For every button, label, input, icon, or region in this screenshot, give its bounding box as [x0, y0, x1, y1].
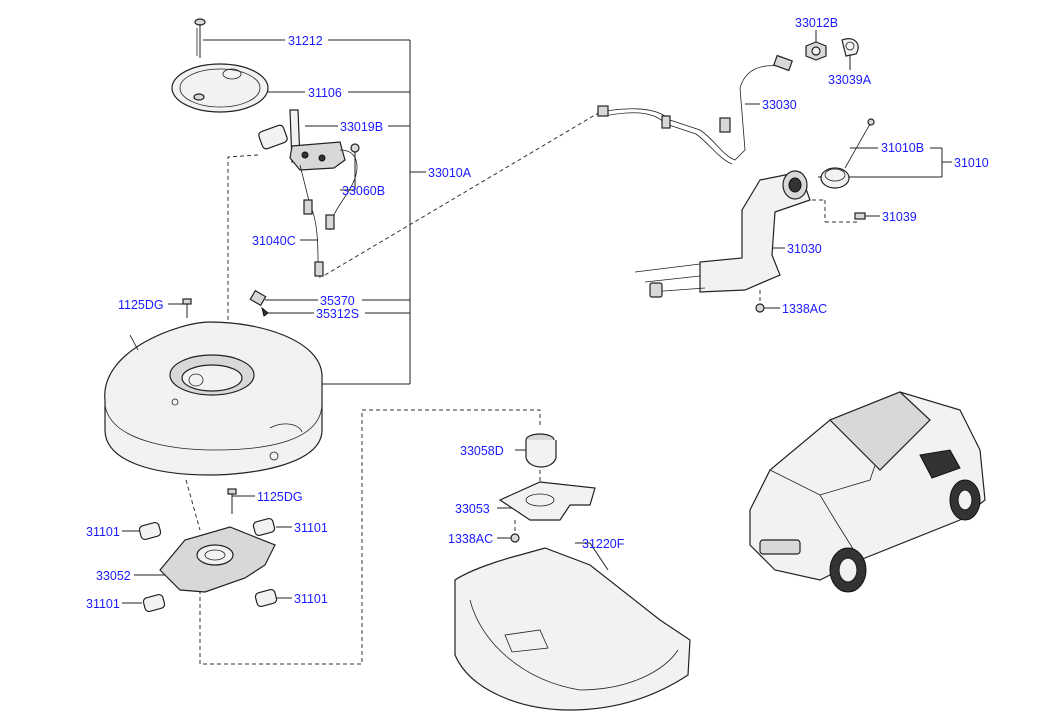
label-33010A[interactable]: 33010A: [428, 166, 472, 180]
label-31212[interactable]: 31212: [288, 34, 323, 48]
label-35370[interactable]: 35370: [320, 294, 355, 308]
label-1125DG-top[interactable]: 1125DG: [118, 298, 164, 312]
label-31030[interactable]: 31030: [787, 242, 822, 256]
nut-33012B-part: [805, 41, 827, 61]
label-1125DG-bottom[interactable]: 1125DG: [257, 490, 303, 504]
label-31220F[interactable]: 31220F: [582, 537, 625, 551]
label-33030[interactable]: 33030: [762, 98, 797, 112]
sensor-35370-part: [249, 289, 269, 317]
bolt-1125DG-bottom-part: [227, 488, 237, 514]
label-31010[interactable]: 31010: [954, 156, 989, 170]
pads-31101-part: [138, 517, 278, 613]
holder-33053-part: [498, 481, 596, 543]
fuel-tank-part: [104, 321, 323, 476]
label-31101-b[interactable]: 31101: [294, 521, 328, 535]
vehicle-illustration: [749, 391, 986, 593]
fitting-31039-part: [854, 212, 866, 220]
label-1338AC-top[interactable]: 1338AC: [782, 302, 827, 316]
label-33039A[interactable]: 33039A: [828, 73, 872, 87]
leader-lines: [122, 30, 952, 604]
fuel-pump-33019B-part: [258, 109, 360, 279]
label-33019B[interactable]: 33019B: [340, 120, 383, 134]
bolt-31212-part: [194, 18, 206, 58]
label-33058D[interactable]: 33058D: [460, 444, 504, 458]
cover-plate-31106-part: [171, 63, 269, 113]
bolt-1125DG-top-part: [182, 298, 192, 318]
label-33012B[interactable]: 33012B: [795, 16, 838, 30]
label-31101-a[interactable]: 31101: [86, 525, 120, 539]
label-33060B[interactable]: 33060B: [342, 184, 385, 198]
label-31039[interactable]: 31039: [882, 210, 917, 224]
label-31101-c[interactable]: 31101: [86, 597, 120, 611]
label-31010B[interactable]: 31010B: [881, 141, 924, 155]
label-31101-d[interactable]: 31101: [294, 592, 328, 606]
label-31040C[interactable]: 31040C: [252, 234, 296, 248]
label-31106[interactable]: 31106: [308, 86, 342, 100]
bracket-33052-part: [159, 526, 276, 593]
label-1338AC-bottom[interactable]: 1338AC: [448, 532, 493, 546]
vapor-hose-33030-part: [597, 54, 793, 165]
clip-33039A-part: [841, 38, 859, 57]
label-33053[interactable]: 33053: [455, 502, 490, 516]
label-33052[interactable]: 33052: [96, 569, 131, 583]
label-35312S[interactable]: 35312S: [316, 307, 359, 321]
cap-33058D-part: [525, 433, 557, 468]
spare-tire-well-31220F-part: [454, 547, 691, 711]
filler-neck-31030-part: [634, 170, 811, 313]
fuel-cap-31010-part: [820, 118, 875, 189]
callout-labels: 31212 31106 33019B 33010A 33060B 31040C …: [86, 16, 989, 611]
